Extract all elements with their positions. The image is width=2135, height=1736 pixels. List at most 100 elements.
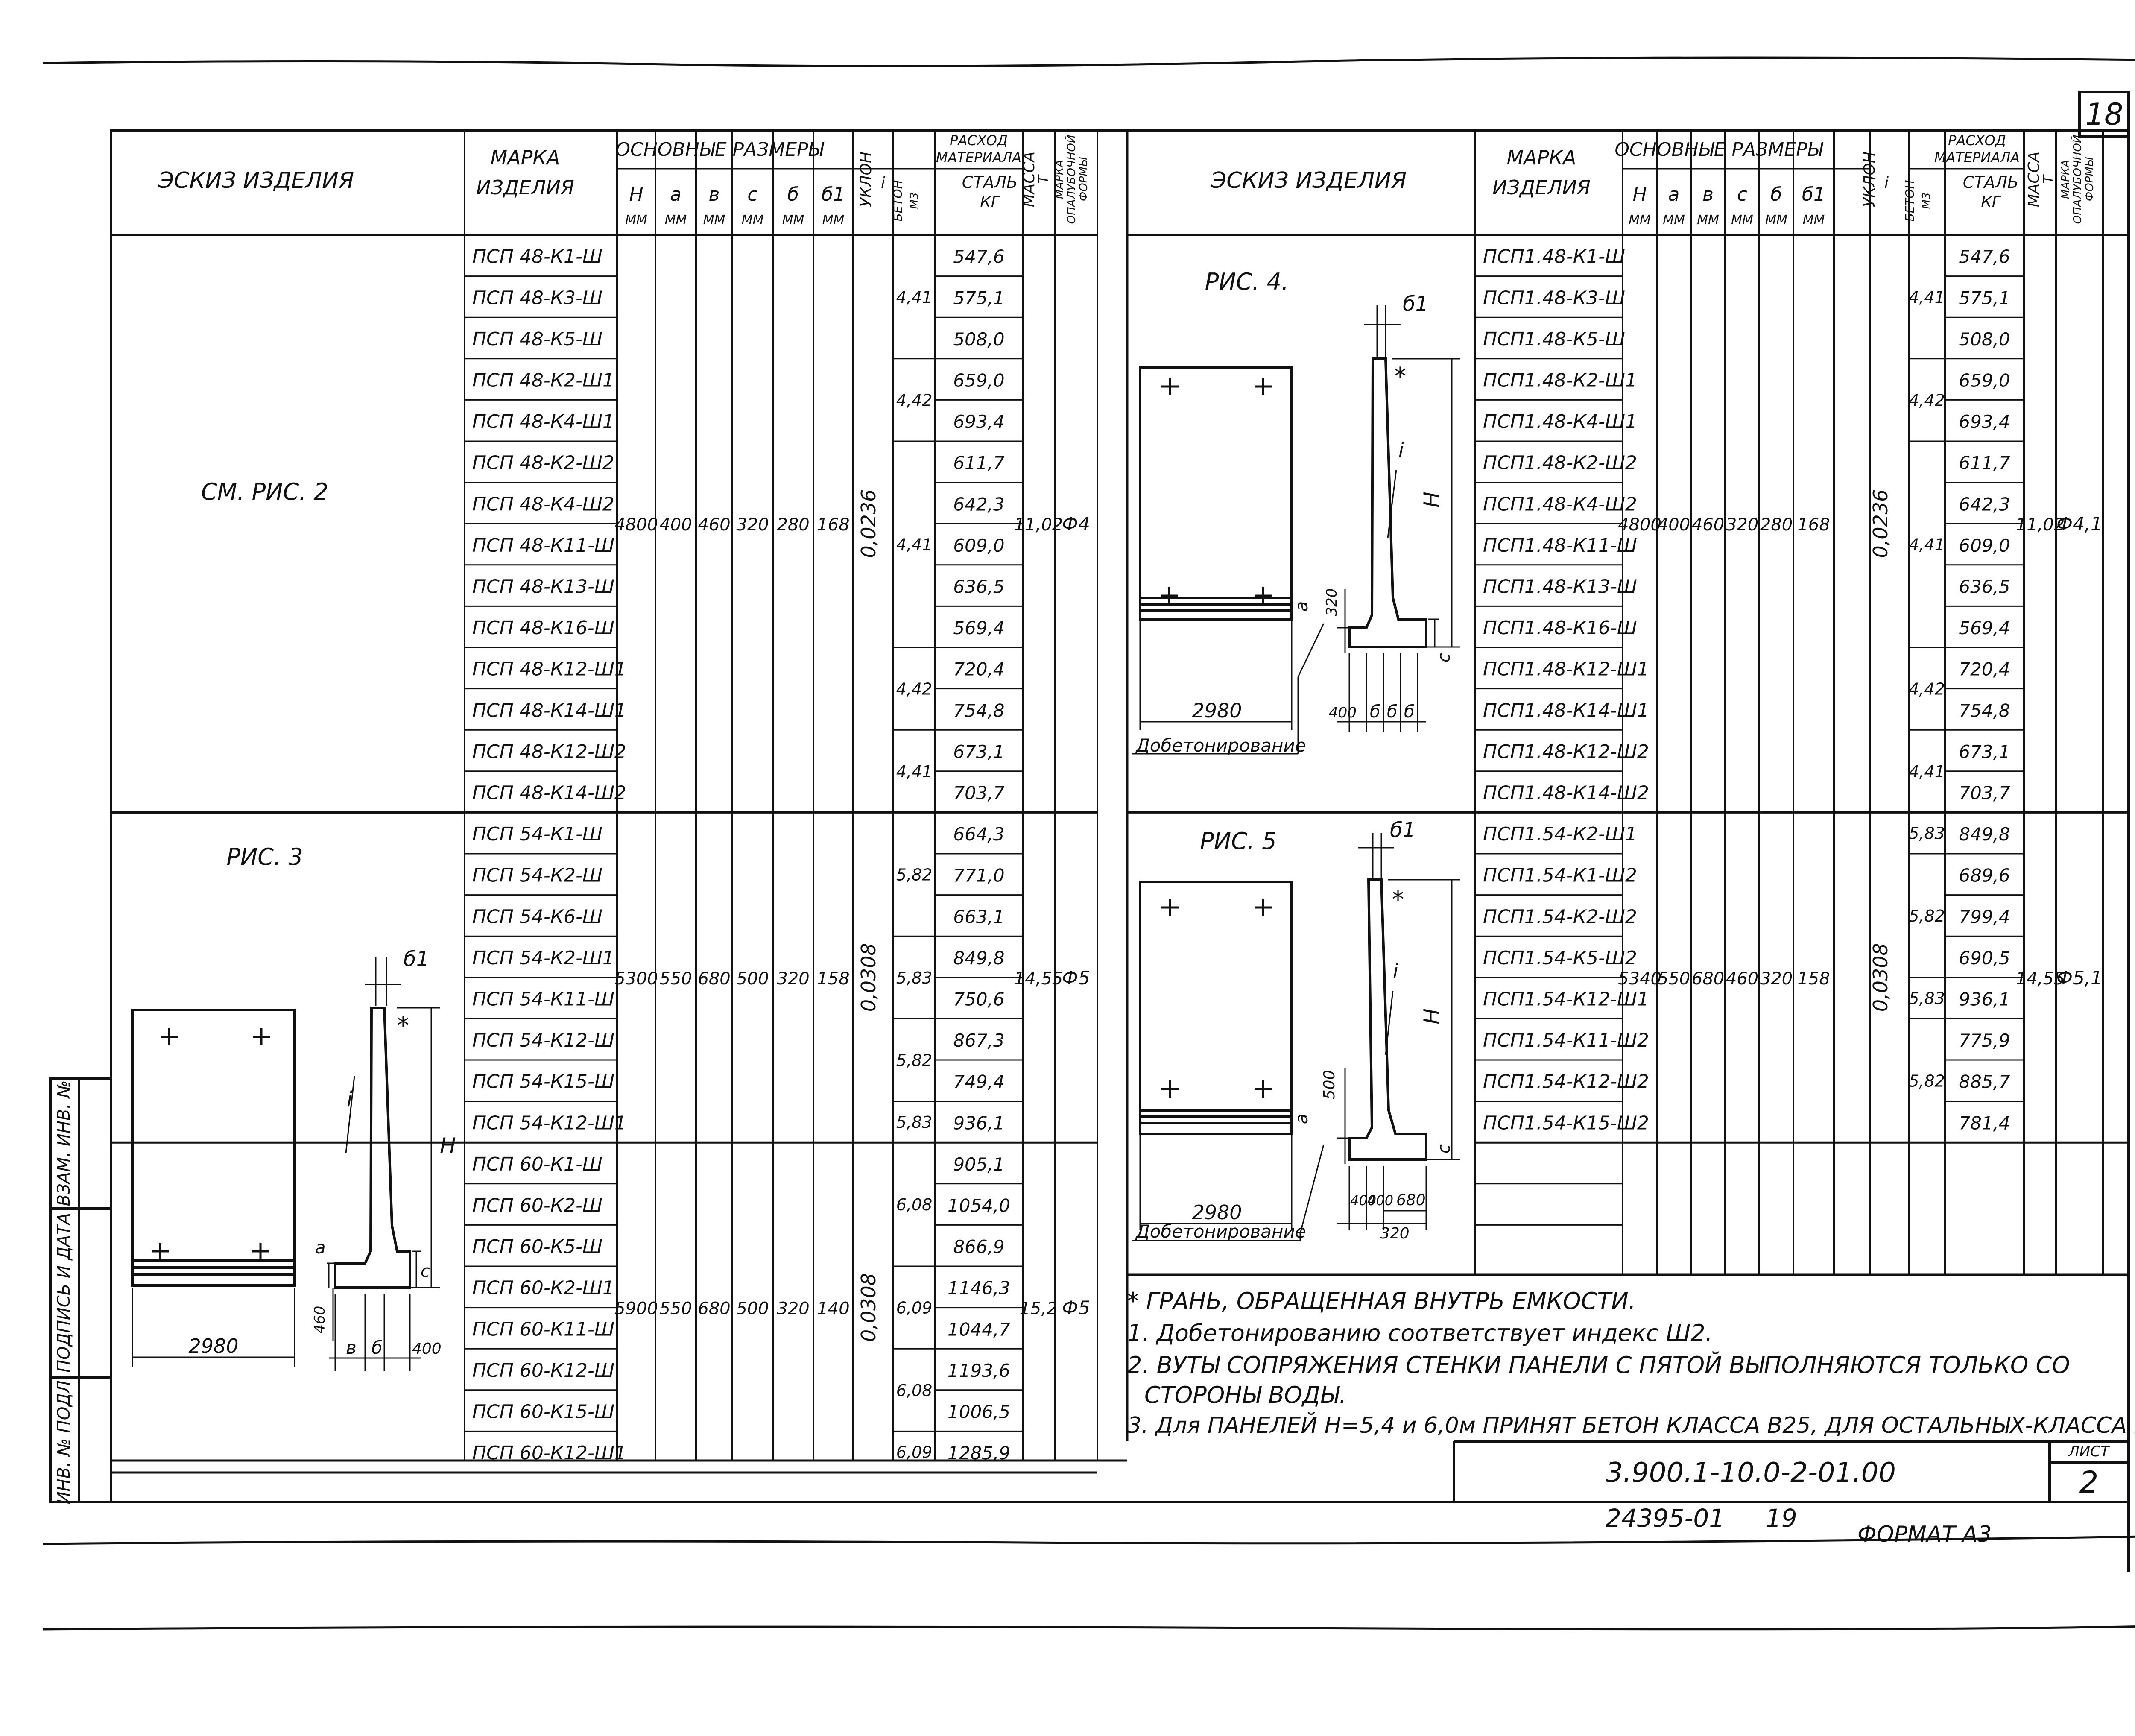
- right-mark: ПСП1.48-К1-Ш: [1483, 246, 1625, 268]
- fig3-b1: б1: [404, 947, 429, 971]
- left-form-value: Ф4: [1062, 513, 1090, 535]
- right-steel-unit: КГ: [1981, 193, 2002, 211]
- right-dim-value: 158: [1797, 969, 1830, 989]
- right-steel: 569,4: [1959, 618, 2010, 638]
- left-steel: 1146,3: [948, 1278, 1010, 1299]
- left-dim-value: 460: [698, 515, 730, 535]
- fig5-680: 680: [1396, 1191, 1426, 1209]
- left-dim-value: 168: [817, 515, 849, 535]
- left-mark: ПСП 48-К1-Ш: [472, 246, 602, 268]
- left-mass-value: 14,55: [1014, 969, 1063, 989]
- left-mark: ПСП 54-К15-Ш: [472, 1071, 614, 1093]
- left-dim-header: c: [747, 184, 757, 205]
- left-steel: 664,3: [953, 824, 1004, 845]
- right-dim-unit: ММ: [1803, 213, 1825, 228]
- fig4-b1: б1: [1403, 292, 1428, 316]
- fig5-c: c: [1434, 1144, 1454, 1153]
- left-mark: ПСП 54-К12-Ш1: [472, 1112, 626, 1134]
- left-steel: 569,4: [953, 618, 1004, 638]
- left-dim-value: 280: [777, 515, 809, 535]
- left-slope-value: 0,0236: [857, 489, 880, 558]
- fig4-b-3: б: [1404, 702, 1415, 722]
- fig3-H: H: [440, 1133, 456, 1158]
- left-steel: 611,7: [953, 453, 1005, 474]
- left-steel: 936,1: [953, 1112, 1004, 1133]
- right-mat-header-1: РАСХОД: [1948, 132, 2006, 149]
- right-dim-value: 168: [1797, 515, 1830, 535]
- left-mark: ПСП 48-К14-Ш2: [472, 782, 626, 804]
- left-concrete-unit: М3: [908, 193, 921, 209]
- right-dim-value: 5340: [1618, 969, 1661, 989]
- left-steel: 673,1: [953, 741, 1004, 762]
- note-0: * ГРАНЬ, ОБРАЩЕННАЯ ВНУТРЬ ЕМКОСТИ.: [1127, 1288, 1636, 1314]
- fig4-c: c: [1434, 653, 1454, 662]
- left-mark: ПСП 60-К5-Ш: [472, 1236, 602, 1258]
- right-form-header-3: ФОРМЫ: [2083, 157, 2096, 201]
- right-dim-value: 400: [1658, 515, 1690, 535]
- left-mark: ПСП 48-К11-Ш: [472, 535, 614, 556]
- left-steel: 547,6: [953, 246, 1004, 267]
- doc-code: 3.900.1-10.0-2-01.00: [1606, 1457, 1896, 1489]
- right-concrete-value: 4,42: [1909, 680, 1945, 699]
- right-steel: 575,1: [1959, 287, 2010, 308]
- right-dim-value: 280: [1760, 515, 1793, 535]
- fig3-c: c: [421, 1262, 430, 1281]
- left-dim-unit: ММ: [625, 213, 647, 228]
- left-steel: 750,6: [953, 989, 1004, 1010]
- right-mass-value: 11,02: [2016, 515, 2065, 535]
- left-mark: ПСП 48-К5-Ш: [472, 328, 602, 350]
- right-steel: 690,5: [1959, 948, 2010, 969]
- left-concrete-header: БЕТОН: [891, 180, 905, 221]
- right-dims-header: ОСНОВНЫЕ РАЗМЕРЫ: [1614, 139, 1823, 161]
- left-steel: 575,1: [953, 287, 1004, 308]
- right-mat-header-2: МАТЕРИАЛА: [1934, 149, 2020, 166]
- left-dim-value: 680: [698, 969, 730, 989]
- right-mark: ПСП1.54-К2-Ш2: [1483, 906, 1637, 928]
- left-dim-value: 5900: [614, 1299, 658, 1319]
- left-concrete-value: 6,08: [896, 1195, 933, 1214]
- right-dim-value: 460: [1726, 969, 1758, 989]
- right-steel: 508,0: [1959, 329, 2010, 350]
- left-dim-unit: ММ: [665, 213, 687, 228]
- right-concrete-value: 5,83: [1909, 824, 1945, 843]
- left-dim-value: 5300: [614, 969, 658, 989]
- right-steel: 885,7: [1959, 1071, 2010, 1092]
- left-mark: ПСП 60-К12-Ш: [472, 1360, 614, 1382]
- left-form-header-2: ОПАЛУБОЧНОЙ: [1065, 135, 1078, 224]
- right-concrete-header: БЕТОН: [1903, 180, 1917, 221]
- left-dims-header: ОСНОВНЫЕ РАЗМЕРЫ: [615, 139, 824, 161]
- right-mark: ПСП1.48-К12-Ш1: [1483, 659, 1649, 680]
- right-steel: 775,9: [1959, 1030, 2010, 1051]
- left-mark: ПСП 54-К2-Ш: [472, 865, 602, 887]
- left-steel: 754,8: [953, 700, 1004, 721]
- fig3-460: 460: [311, 1306, 328, 1334]
- left-mark: ПСП 48-К12-Ш2: [472, 741, 626, 763]
- left-slope-value: 0,0308: [857, 943, 880, 1012]
- right-mark: ПСП1.48-К3-Ш: [1483, 287, 1625, 309]
- right-dim-value: 680: [1692, 969, 1724, 989]
- left-mark: ПСП 60-К15-Ш: [472, 1401, 614, 1423]
- right-mass-header: МАССА: [2025, 152, 2043, 208]
- fig5-width: 2980: [1192, 1201, 1242, 1224]
- left-steel-unit: КГ: [980, 193, 1001, 211]
- note-2a: 2. ВУТЫ СОПРЯЖЕНИЯ СТЕНКИ ПАНЕЛИ С ПЯТОЙ…: [1127, 1352, 2070, 1379]
- left-mass-unit: Т: [1035, 174, 1052, 184]
- sheet-number: 18: [2085, 97, 2123, 132]
- fig5-star: *: [1392, 886, 1404, 913]
- table-grid: [110, 130, 2130, 1474]
- fig4-400: 400: [1329, 704, 1357, 721]
- fig5-400-2: 400: [1367, 1192, 1393, 1209]
- left-concrete-value: 6,09: [896, 1443, 933, 1462]
- left-mark: ПСП 48-К14-Ш1: [472, 700, 626, 721]
- left-steel: 1193,6: [948, 1360, 1010, 1381]
- left-mark: ПСП 48-К2-Ш2: [472, 452, 614, 474]
- left-concrete-value: 6,08: [896, 1381, 933, 1400]
- right-form-value: Ф4,1: [2056, 513, 2103, 535]
- fig4-a: a: [1292, 601, 1312, 612]
- left-steel: 720,4: [953, 659, 1004, 680]
- left-steel: 636,5: [953, 576, 1004, 597]
- right-steel-header: СТАЛЬ: [1963, 173, 2018, 192]
- left-steel: 663,1: [953, 906, 1004, 927]
- left-slope-value: 0,0308: [857, 1273, 880, 1342]
